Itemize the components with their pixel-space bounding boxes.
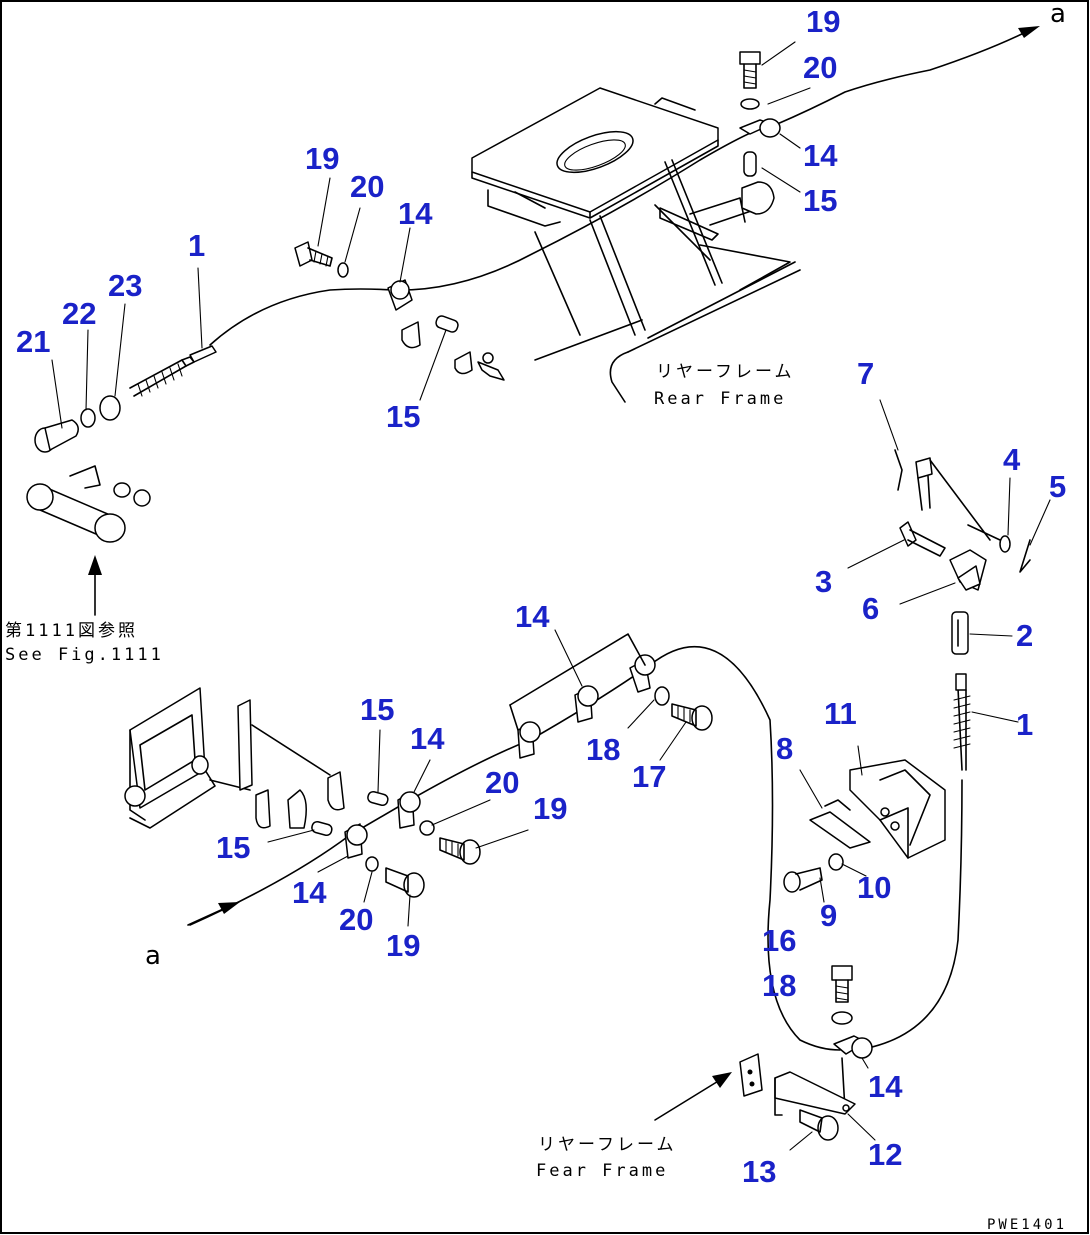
- callout-20: 20: [339, 902, 373, 937]
- callout-19: 19: [533, 791, 567, 826]
- lever-assembly: [894, 449, 1031, 771]
- callout-19: 19: [305, 141, 339, 176]
- callout-4: 4: [1003, 442, 1021, 477]
- block-rear-frame: [739, 1053, 763, 1097]
- washer-20-low: [365, 856, 379, 872]
- callout-14: 14: [515, 599, 550, 634]
- washer-20-mid: [419, 820, 435, 836]
- callout-13: 13: [742, 1154, 776, 1189]
- collar-15-upper: [435, 315, 459, 333]
- bolt-9: [783, 867, 823, 893]
- callout-20: 20: [350, 169, 384, 204]
- arrow-a-top: [1018, 26, 1040, 38]
- clamp-15-upper-b: [454, 351, 473, 375]
- bracket-upper: [477, 361, 505, 381]
- collar-15-mid: [367, 790, 389, 807]
- plate-8: [809, 799, 871, 849]
- callout-16: 16: [762, 923, 796, 958]
- callout-6: 6: [862, 591, 879, 626]
- callout-14: 14: [398, 196, 433, 231]
- bracket-11: [849, 759, 946, 859]
- callout-8: 8: [776, 731, 793, 766]
- arrow-a-bottom: [218, 902, 240, 914]
- callout-15: 15: [216, 830, 250, 865]
- clevis-21: [34, 419, 79, 453]
- callout-5: 5: [1049, 469, 1066, 504]
- lever-housing-left: [124, 687, 345, 829]
- bolt-16: [831, 965, 853, 1003]
- bolt-19-upper: [294, 241, 333, 267]
- clamp-14-lower: [833, 1035, 873, 1059]
- top-cable: [209, 29, 1031, 346]
- clamp-15-upper-a: [401, 321, 421, 349]
- callout-12: 12: [868, 1137, 902, 1172]
- washer-20-top: [740, 98, 760, 110]
- see-fig-label-jp: 第1111図参照: [5, 621, 138, 641]
- washer-20-upper: [337, 262, 349, 278]
- clamp-14-top: [739, 118, 781, 138]
- callout-11: 11: [824, 696, 857, 731]
- callout-15: 15: [803, 183, 837, 218]
- rear-frame-top: [471, 87, 801, 403]
- callout-15: 15: [360, 692, 394, 727]
- callout-17: 17: [632, 759, 666, 794]
- washer-22: [80, 408, 96, 428]
- callout-14: 14: [803, 138, 838, 173]
- drawing-code: PWE1401: [987, 1217, 1067, 1233]
- callout-18: 18: [586, 732, 620, 767]
- bolt-19-top: [739, 51, 761, 89]
- clamp-14-upper: [387, 279, 413, 311]
- clamp-15-top: [741, 181, 775, 215]
- rear-frame-label-en-1: Rear Frame: [654, 389, 786, 409]
- callout-3: 3: [815, 564, 832, 599]
- callout-22: 22: [62, 296, 96, 331]
- callout-15: 15: [386, 399, 420, 434]
- callout-18: 18: [762, 968, 796, 1003]
- nut-23: [99, 395, 121, 421]
- callout-10: 10: [857, 870, 891, 905]
- callout-20: 20: [485, 765, 519, 800]
- cable-1-left-end: [129, 345, 217, 397]
- arrow-label-top: a: [1050, 0, 1066, 29]
- arrow-label-bottom: a: [145, 941, 161, 971]
- bolt-17: [671, 703, 713, 731]
- bolt-19-low: [385, 867, 425, 898]
- bolt-13: [799, 1109, 839, 1141]
- washer-10: [828, 853, 844, 871]
- callout-2: 2: [1016, 618, 1033, 653]
- callout-1: 1: [1016, 707, 1033, 742]
- callout-14: 14: [410, 721, 445, 756]
- washer-18-lower: [831, 1011, 853, 1025]
- callout-20: 20: [803, 50, 837, 85]
- callout-14: 14: [292, 875, 327, 910]
- left-cylinder: [26, 465, 151, 543]
- callout-9: 9: [820, 898, 837, 933]
- middle-cable: [189, 645, 841, 1051]
- callout-23: 23: [108, 268, 142, 303]
- rear-frame-label-jp-2: リヤーフレーム: [538, 1135, 676, 1155]
- callout-numbers: 19 20 14 15 19 20 14 1 23 22 21 15 7 4 5…: [16, 4, 1066, 1189]
- bracket-12: [774, 1071, 856, 1116]
- callout-21: 21: [16, 324, 50, 359]
- callout-1: 1: [188, 228, 205, 263]
- right-cable: [867, 779, 963, 1049]
- washer-18-mid: [654, 686, 670, 706]
- collar-15-lower: [311, 820, 333, 837]
- callout-19: 19: [806, 4, 840, 39]
- callout-19: 19: [386, 928, 420, 963]
- rear-frame-label-en-2: Fear Frame: [536, 1161, 668, 1181]
- clamp-14-mid-right: [509, 633, 656, 759]
- leader-lines: [51, 41, 1051, 1151]
- bolt-19-mid: [439, 837, 481, 865]
- callout-14: 14: [868, 1069, 903, 1104]
- collar-15-top: [743, 151, 757, 177]
- see-fig-label-en: See Fig.1111: [5, 645, 164, 665]
- callout-7: 7: [857, 356, 874, 391]
- rear-frame-label-jp-1: リヤーフレーム: [656, 362, 794, 382]
- clamp-14-mid-left: [344, 791, 421, 859]
